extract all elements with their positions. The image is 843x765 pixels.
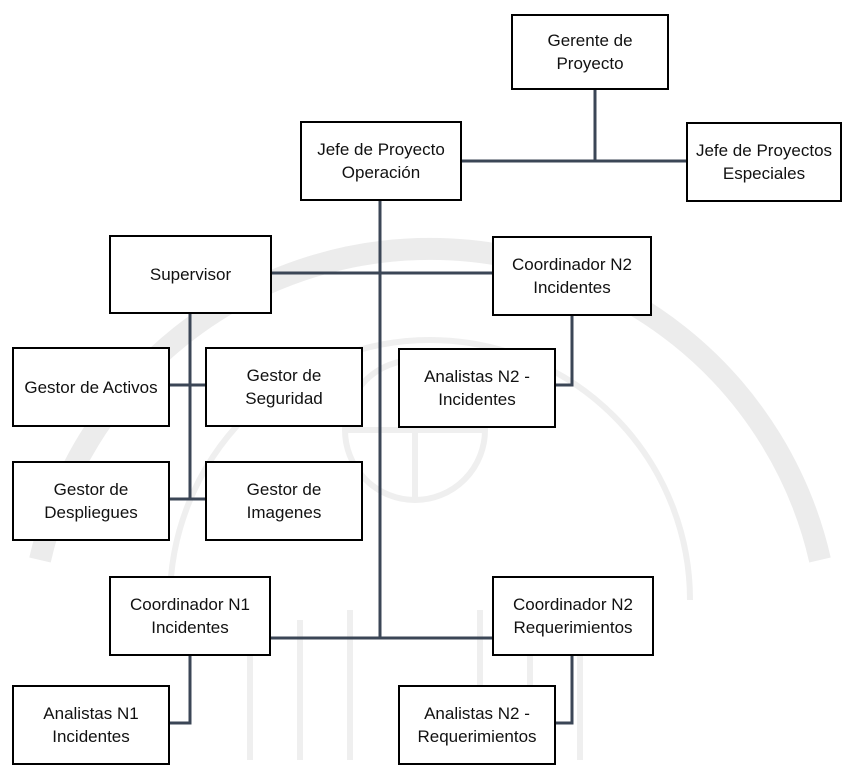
- node-label-line1: Coordinador N2: [511, 255, 632, 274]
- node-label-line1: Gestor de Activos: [24, 377, 158, 397]
- node-label-line1: Coordinador N2: [512, 595, 633, 614]
- node-coordinador-n1-incidentes: Coordinador N1 Incidentes: [109, 576, 271, 656]
- node-coordinador-n2-requerimientos: Coordinador N2 Requerimientos: [492, 576, 654, 656]
- connector-coord-n2-req-analistas: [556, 656, 574, 725]
- node-gestor-de-seguridad: Gestor de Seguridad: [205, 347, 363, 427]
- node-label-line2: Incidentes: [151, 618, 229, 637]
- connector-coord-n2-analistas: [556, 316, 574, 387]
- node-label-line2: Despliegues: [44, 503, 138, 522]
- node-analistas-n1-incidentes: Analistas N1 Incidentes: [12, 685, 170, 765]
- node-label-line2: Proyecto: [556, 54, 624, 73]
- node-label-line1: Gestor de: [246, 366, 322, 385]
- node-label-line1: Analistas N1: [43, 704, 139, 723]
- node-gestor-de-activos: Gestor de Activos: [12, 347, 170, 427]
- node-supervisor: Supervisor: [109, 235, 272, 314]
- node-jefe-de-proyectos-especiales: Jefe de Proyectos Especiales: [686, 122, 842, 202]
- node-label-line2: Incidentes: [438, 390, 516, 409]
- node-label-line1: Supervisor: [149, 265, 232, 284]
- node-label-line2: Imagenes: [246, 503, 322, 522]
- node-label-line2: Seguridad: [245, 389, 323, 408]
- node-gerente-de-proyecto: Gerente de Proyecto: [511, 14, 669, 90]
- node-label-line2: Incidentes: [533, 278, 611, 297]
- node-analistas-n2-incidentes: Analistas N2 - Incidentes: [398, 348, 556, 428]
- node-label-line2: Requerimientos: [417, 727, 537, 746]
- node-label-line1: Analistas N2 -: [424, 704, 530, 723]
- node-label-line1: Coordinador N1: [129, 595, 250, 614]
- node-gestor-de-imagenes: Gestor de Imagenes: [205, 461, 363, 541]
- node-label-line2: Requerimientos: [513, 618, 633, 637]
- node-jefe-de-proyecto-operacion: Jefe de Proyecto Operación: [300, 121, 462, 201]
- node-gestor-de-despliegues: Gestor de Despliegues: [12, 461, 170, 541]
- connector-coord-n1-analistas: [170, 656, 192, 725]
- node-label-line1: Gestor de: [53, 480, 129, 499]
- node-label-line1: Analistas N2 -: [424, 367, 530, 386]
- node-analistas-n2-requerimientos: Analistas N2 - Requerimientos: [398, 685, 556, 765]
- node-coordinador-n2-incidentes: Coordinador N2 Incidentes: [492, 236, 652, 316]
- node-label-line1: Jefe de Proyectos: [695, 141, 833, 160]
- node-label-line2: Incidentes: [52, 727, 130, 746]
- node-label-line2: Especiales: [722, 164, 806, 183]
- node-label-line1: Gestor de: [246, 480, 322, 499]
- node-label-line2: Operación: [341, 163, 421, 182]
- node-label-line1: Gerente de: [547, 31, 633, 50]
- node-label-line1: Jefe de Proyecto: [317, 140, 445, 159]
